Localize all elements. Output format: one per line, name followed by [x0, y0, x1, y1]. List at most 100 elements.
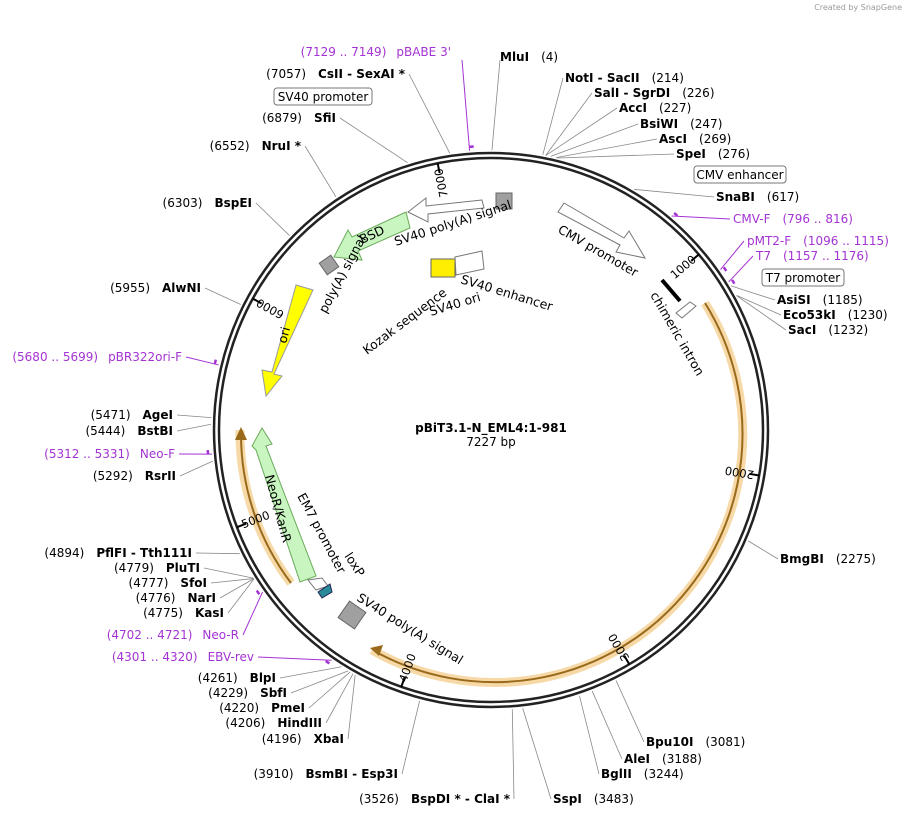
enzyme-leader: [545, 92, 593, 156]
enzyme-label: NotI - SacII(214): [565, 71, 684, 85]
grey-marker-bottom: [337, 600, 367, 630]
enzyme-label: AsiSI(1185): [777, 293, 863, 307]
enzyme-label: (4229)SbfI: [208, 686, 287, 700]
enzyme-leader: [204, 287, 241, 305]
neor-kanr-feature: [251, 427, 317, 583]
enzyme-label: (4777)SfoI: [129, 576, 207, 590]
tick-label: 6000: [254, 296, 286, 322]
primer-labels: (7129 .. 7149)pBABE 3' CMV-F(796 .. 816)…: [12, 45, 889, 664]
enzyme-label: (3526)BspDI * - ClaI *: [359, 792, 511, 806]
enzyme-label: (5955)AlwNI: [110, 281, 201, 295]
enzyme-leader: [347, 674, 356, 740]
enzyme-leader: [279, 666, 342, 679]
enzyme-leader: [522, 708, 552, 800]
loxp-feature: [317, 583, 333, 599]
enzyme-leader: [219, 578, 254, 599]
primer-leader: [671, 215, 731, 220]
bsd-feature: [333, 211, 411, 261]
t7-mini-feature: [675, 301, 697, 319]
enzyme-leader: [634, 188, 715, 198]
features: [251, 192, 697, 630]
enzyme-label: (4261)BlpI: [198, 671, 276, 685]
cmv-promoter-feature: [557, 202, 647, 259]
boxed-labels: SV40 promoter CMV enhancer T7 promoter: [273, 87, 845, 287]
primer-label: (4301 .. 4320)EBV-rev: [112, 650, 254, 664]
tick-mark: [623, 655, 631, 665]
enzyme-leader: [290, 670, 349, 694]
ori-feature: [261, 284, 314, 398]
enzyme-label: AscI(269): [659, 132, 731, 146]
enzyme-label: AleI(3188): [624, 752, 702, 766]
primer-marker: [255, 589, 261, 595]
enzyme-leader: [408, 73, 451, 154]
enzyme-leader: [401, 700, 421, 775]
enzyme-label: MluI(4): [500, 50, 558, 64]
enzyme-leader: [747, 540, 779, 560]
enzyme-leader: [736, 295, 787, 331]
backbone-inner: [217, 156, 765, 704]
grey-marker-bsd: [318, 254, 340, 276]
enzyme-label: Eco53kI(1230): [783, 308, 888, 322]
enzyme-leader: [176, 423, 212, 432]
sv40-polya-top-feature: [407, 196, 485, 223]
tick-mark: [252, 297, 263, 305]
primer-label: CMV-F(796 .. 816): [733, 212, 853, 226]
primer-leader: [728, 255, 754, 283]
enzyme-label: (4775)KasI: [143, 606, 224, 620]
leader-lines: [176, 59, 787, 800]
enzyme-label: BsiWI(247): [640, 117, 722, 131]
enzyme-leader: [550, 123, 639, 157]
primer-label: pMT2-F(1096 .. 1115): [747, 234, 889, 248]
tick-label: 1000: [667, 252, 698, 282]
svg-text:CMV enhancer: CMV enhancer: [696, 168, 783, 182]
sv40-ori-feature: [430, 258, 456, 278]
primer-marker: [213, 359, 218, 365]
enzyme-label: (4220)PmeI: [219, 701, 305, 715]
enzyme-leader: [255, 202, 290, 236]
enzyme-leader: [176, 414, 212, 419]
boxed-label-t7-promoter: T7 promoter: [761, 268, 845, 287]
enzyme-label: SacI(1232): [788, 323, 868, 337]
primer-leader: [242, 591, 264, 636]
primer-leader: [720, 240, 745, 270]
primer-marker: [730, 279, 736, 285]
svg-text:T7 promoter: T7 promoter: [765, 271, 841, 285]
plasmid-size: 7227 bp: [466, 435, 516, 449]
enzyme-label: (4779)PluTI: [114, 561, 200, 575]
feature-label-ori: ori: [274, 325, 293, 345]
feature-label-chimeric-intron: chimeric intron: [647, 289, 707, 378]
primer-leader: [185, 356, 219, 366]
enzyme-leader: [730, 285, 776, 301]
grey-marker-top: [495, 192, 513, 210]
enzyme-label: AccI(227): [619, 101, 691, 115]
enzyme-leader: [579, 695, 600, 775]
tick-mark: [236, 522, 247, 529]
tick-label: 2000: [724, 463, 755, 482]
enzyme-label: (4894)PflFI - Tth111I: [44, 546, 192, 560]
primer-label: (5680 .. 5699)pBR322ori-F: [12, 350, 182, 364]
enzyme-label: (5471)AgeI: [91, 408, 173, 422]
enzyme-leader: [179, 460, 213, 477]
enzyme-leader: [304, 145, 337, 198]
tick-mark: [749, 472, 760, 477]
primer-label: (4702 .. 4721)Neo-R: [107, 628, 239, 642]
enzyme-leader: [542, 77, 564, 155]
enzyme-leader: [557, 153, 675, 159]
enzyme-label: (4196)XbaI: [262, 732, 344, 746]
primer-leader: [257, 656, 332, 661]
tick-label: 7000: [431, 167, 450, 198]
primer-label: (7129 .. 7149)pBABE 3': [301, 45, 451, 59]
enzyme-label: SspI(3483): [553, 792, 634, 806]
sv40-enhancer-feature: [454, 250, 485, 276]
enzyme-label: BmgBI(2275): [780, 552, 876, 566]
primer-label: T7(1157 .. 1176): [755, 249, 869, 263]
primer-label: (5312 .. 5331)Neo-F: [44, 447, 175, 461]
primer-marker: [722, 266, 728, 272]
enzyme-label: (4206)HindIII: [225, 716, 322, 730]
enzyme-label: (4776)NarI: [136, 591, 216, 605]
enzyme-leader: [203, 567, 254, 579]
enzyme-label: SnaBI(617): [716, 190, 799, 204]
tick-mark: [690, 253, 700, 262]
enzyme-label: (6879)SfiI: [262, 111, 336, 125]
